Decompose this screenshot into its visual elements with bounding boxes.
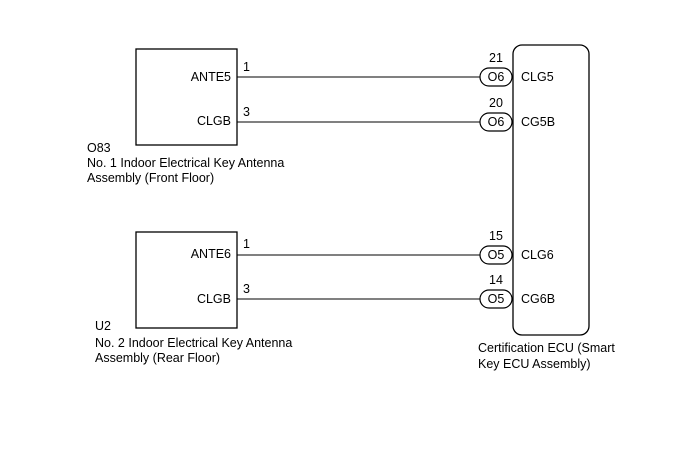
rear-antenna-name-line1: No. 2 Indoor Electrical Key Antenna xyxy=(95,336,292,350)
wires xyxy=(237,76,480,300)
ecu-connector-code-3: O5 xyxy=(488,248,505,262)
front-antenna-name-line2: Assembly (Front Floor) xyxy=(87,171,214,185)
ecu-box xyxy=(512,44,590,336)
ecu-terminal-number-14: 14 xyxy=(489,273,503,287)
ecu-connector-code-4: O5 xyxy=(488,292,505,306)
ecu-connector-o5-cg6b xyxy=(479,289,513,309)
rear-antenna-name-line2: Assembly (Rear Floor) xyxy=(95,351,220,365)
front-antenna-pin-number-1: 1 xyxy=(243,60,250,74)
rear-antenna-pin-clgb-label: CLGB xyxy=(197,292,231,306)
ecu-connector-code-2: O6 xyxy=(488,115,505,129)
front-antenna-pin-ante5-label: ANTE5 xyxy=(191,70,231,84)
ecu-connector-o6-cg5b xyxy=(479,112,513,132)
ecu-name-line1: Certification ECU (Smart xyxy=(478,341,615,355)
ecu-terminal-number-20: 20 xyxy=(489,96,503,110)
ecu-terminal-number-21: 21 xyxy=(489,51,503,65)
front-antenna-box xyxy=(135,48,238,146)
front-antenna-assembly: ANTE5 CLGB O83 No. 1 Indoor Electrical K… xyxy=(87,48,284,185)
rear-antenna-assembly: ANTE6 CLGB U2 No. 2 Indoor Electrical Ke… xyxy=(95,231,292,365)
certification-ecu: O6 O6 O5 O5 21 20 15 14 CLG5 CG5B CLG6 C… xyxy=(478,44,615,371)
ecu-connector-o6-clg5 xyxy=(479,67,513,87)
ecu-connector-code-1: O6 xyxy=(488,70,505,84)
ecu-name-line2: Key ECU Assembly) xyxy=(478,357,591,371)
rear-antenna-box xyxy=(135,231,238,329)
ecu-terminal-cg5b: CG5B xyxy=(521,115,555,129)
rear-antenna-code: U2 xyxy=(95,319,111,333)
rear-antenna-pin-ante6-label: ANTE6 xyxy=(191,247,231,261)
rear-antenna-pin-number-1: 1 xyxy=(243,237,250,251)
front-antenna-pin-number-3: 3 xyxy=(243,105,250,119)
rear-antenna-pin-number-3: 3 xyxy=(243,282,250,296)
ecu-terminal-clg6: CLG6 xyxy=(521,248,554,262)
front-antenna-pin-clgb-label: CLGB xyxy=(197,114,231,128)
front-antenna-code: O83 xyxy=(87,141,111,155)
ecu-terminal-number-15: 15 xyxy=(489,229,503,243)
ecu-terminal-cg6b: CG6B xyxy=(521,292,555,306)
ecu-connector-o5-clg6 xyxy=(479,245,513,265)
front-antenna-name-line1: No. 1 Indoor Electrical Key Antenna xyxy=(87,156,284,170)
ecu-terminal-clg5: CLG5 xyxy=(521,70,554,84)
